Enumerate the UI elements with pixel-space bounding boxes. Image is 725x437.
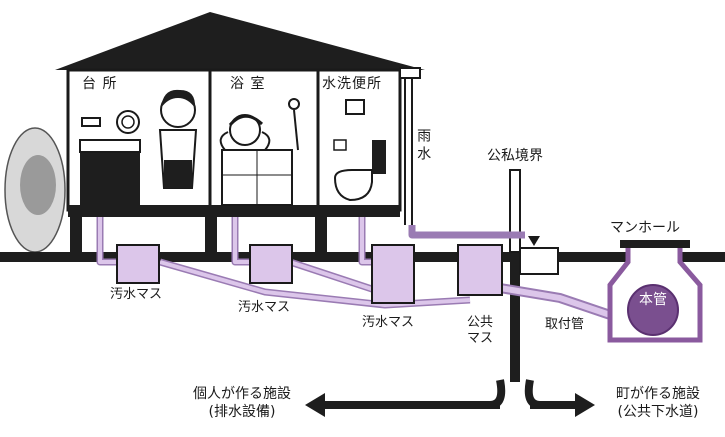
shower-hose	[293, 109, 299, 151]
drain-basin	[371, 244, 415, 304]
drain-basin	[249, 244, 293, 284]
toilet-window	[345, 99, 365, 115]
arrow-fork	[489, 379, 541, 409]
toilet-tank	[372, 140, 386, 174]
public-facility-label: 町が作る施設	[616, 386, 700, 402]
room-label-kitchen: 台 所	[82, 76, 118, 92]
kitchen-person-apron	[164, 160, 192, 188]
kitchen-faucet	[81, 117, 101, 127]
public-basin-label-line2: マス	[466, 331, 493, 346]
foundation	[70, 217, 82, 252]
manhole-cover	[620, 240, 690, 248]
rain-pit	[519, 247, 559, 275]
kitchen-sink	[79, 139, 141, 153]
rain-label: 雨水	[415, 128, 432, 164]
connection-pipe-label: 取付管	[545, 317, 585, 332]
kitchen-person-hair	[161, 89, 196, 108]
rain-arrow-icon	[528, 236, 540, 246]
foundation	[205, 217, 217, 252]
foundation	[315, 217, 327, 252]
toilet-bowl	[333, 169, 373, 202]
boundary-line	[510, 262, 520, 382]
main-pipe-label: 本管	[639, 292, 667, 308]
arrow-left-icon	[305, 393, 325, 417]
toilet-paper	[333, 139, 347, 151]
drain-label-2: 汚水マス	[238, 300, 291, 315]
private-facility-sublabel: (排水設備)	[208, 404, 276, 420]
public-basin-label-line1: 公共	[466, 315, 493, 330]
drain-label-1: 汚水マス	[110, 287, 163, 302]
room-label-toilet: 水洗便所	[322, 76, 382, 92]
boundary-post	[509, 169, 521, 253]
bath-person-towel	[228, 114, 264, 127]
arrow-right-icon	[575, 393, 595, 417]
drain-basin	[116, 244, 160, 284]
shower-head-icon	[288, 98, 300, 110]
house-roof	[55, 12, 425, 70]
public-facility-sublabel: (公共下水道)	[617, 404, 699, 420]
plate	[116, 110, 140, 134]
bath-person-arms	[219, 131, 271, 151]
floor-slab	[68, 205, 400, 217]
drain-label-3: 汚水マス	[362, 315, 415, 330]
manhole-label: マンホール	[610, 220, 680, 236]
main-pipe-circle	[627, 284, 679, 336]
connection-pipe-fill	[499, 285, 626, 323]
public-basin	[457, 244, 503, 296]
rain-gutter	[399, 67, 421, 79]
shrub-shade	[20, 155, 56, 215]
plate-rim	[121, 115, 135, 129]
kitchen-counter	[80, 150, 140, 205]
room-label-bath: 浴 室	[230, 76, 266, 92]
boundary-label: 公私境界	[487, 148, 543, 164]
private-facility-label: 個人が作る施設	[193, 386, 291, 402]
